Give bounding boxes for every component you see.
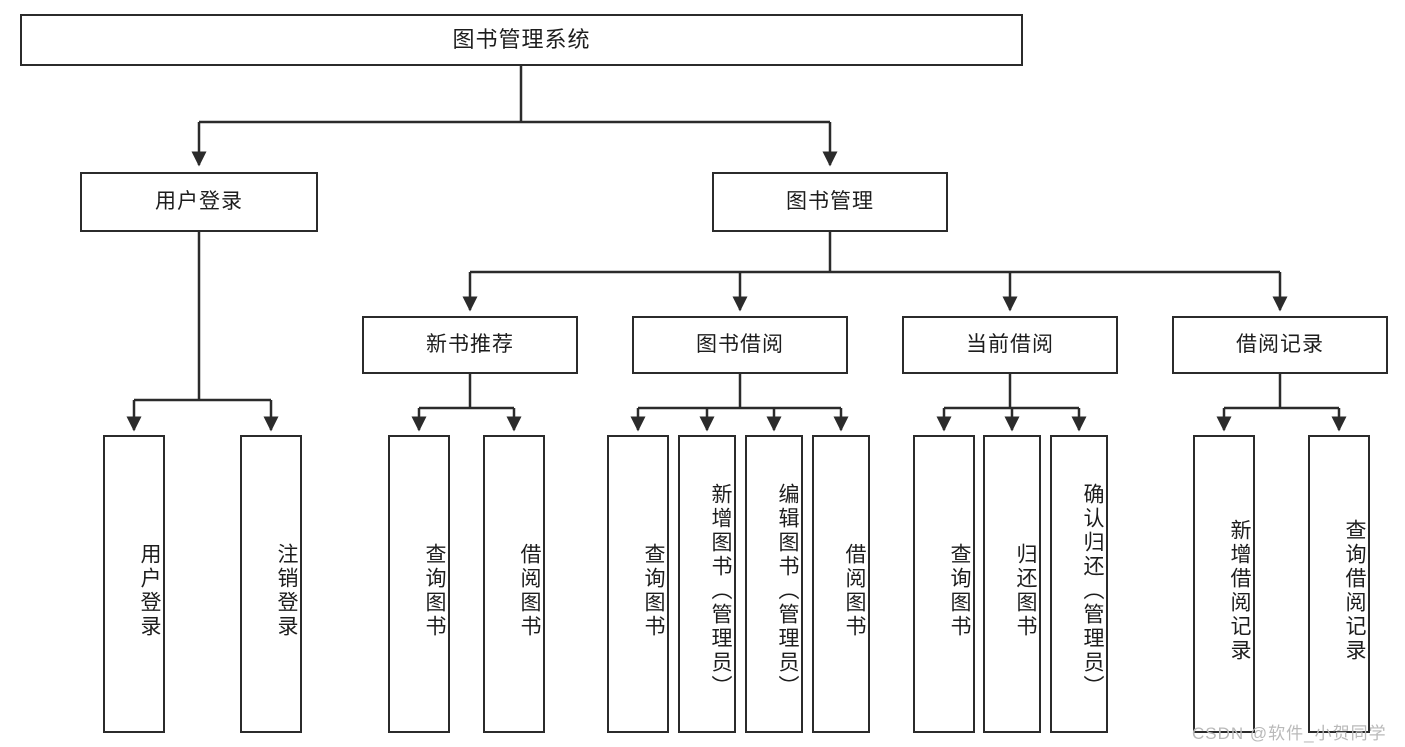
node-user-login[interactable]: 用户登录 [80,172,318,232]
node-label: 图书管理 [786,190,874,214]
node-root-system[interactable]: 图书管理系统 [20,14,1023,66]
leaf-add-book-admin[interactable]: 新增图书（管理员） [678,435,736,733]
leaf-query-borrow-record[interactable]: 查询借阅记录 [1308,435,1370,733]
node-borrow-records[interactable]: 借阅记录 [1172,316,1388,374]
node-label: 图书管理系统 [452,26,591,52]
node-label: 新增图书（管理员） [709,483,732,699]
leaf-logout-login[interactable]: 注销登录 [240,435,302,733]
node-label: 编辑图书（管理员） [776,483,799,699]
leaf-return-books[interactable]: 归还图书 [983,435,1041,733]
node-label: 确认归还（管理员） [1081,483,1104,699]
node-label: 当前借阅 [966,333,1054,357]
leaf-query-books-borrow[interactable]: 查询图书 [607,435,669,733]
leaf-confirm-return-admin[interactable]: 确认归还（管理员） [1050,435,1108,733]
node-label: 用户登录 [138,543,161,639]
leaf-query-books-recommend[interactable]: 查询图书 [388,435,450,733]
edge-userlogin-to-leaves [126,232,279,432]
leaf-borrow-books[interactable]: 借阅图书 [812,435,870,733]
edge-newbooks-to-leaves [411,374,522,432]
leaf-edit-book-admin[interactable]: 编辑图书（管理员） [745,435,803,733]
node-label: 新书推荐 [426,333,514,357]
edge-borrow-to-leaves [630,374,849,432]
node-label: 借阅图书 [518,543,541,639]
node-book-management[interactable]: 图书管理 [712,172,948,232]
node-current-borrow[interactable]: 当前借阅 [902,316,1118,374]
leaf-user-login[interactable]: 用户登录 [103,435,165,733]
node-label: 借阅记录 [1236,333,1324,357]
node-book-borrow[interactable]: 图书借阅 [632,316,848,374]
edge-records-to-leaves [1216,374,1347,432]
node-label: 查询图书 [948,543,971,639]
leaf-borrow-books-recommend[interactable]: 借阅图书 [483,435,545,733]
node-new-book-recommend[interactable]: 新书推荐 [362,316,578,374]
edge-current-to-leaves [936,374,1087,432]
leaf-query-books-current[interactable]: 查询图书 [913,435,975,733]
node-label: 图书借阅 [696,333,784,357]
node-label: 用户登录 [155,190,243,214]
node-label: 借阅图书 [843,543,866,639]
leaf-add-borrow-record[interactable]: 新增借阅记录 [1193,435,1255,733]
edge-root-to-level2 [191,66,838,167]
node-label: 查询借阅记录 [1343,519,1366,663]
node-label: 注销登录 [275,543,298,639]
node-label: 查询图书 [642,543,665,639]
node-label: 新增借阅记录 [1228,519,1251,663]
csdn-watermark: CSDN @软件_小贺同学 [1192,724,1387,743]
node-label: 查询图书 [423,543,446,639]
node-label: 归还图书 [1014,543,1037,639]
edge-bookmgmt-to-level3 [462,232,1288,312]
